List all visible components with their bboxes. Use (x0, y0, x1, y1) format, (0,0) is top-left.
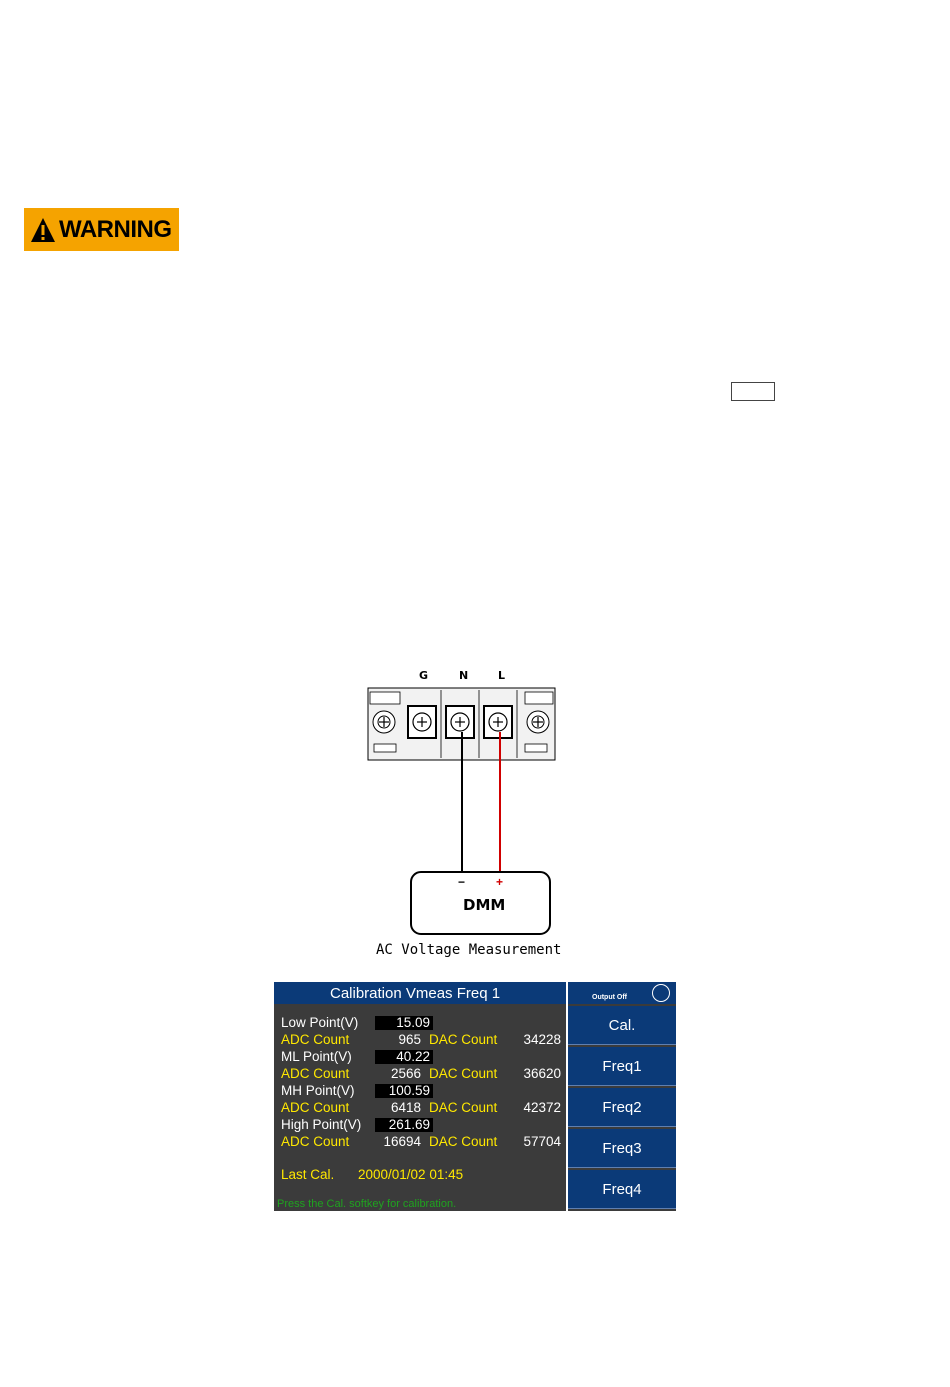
ml-point-value: 40.22 (375, 1050, 433, 1064)
softkey-panel: Cal. Freq1 Freq2 Freq3 Freq4 (568, 1006, 676, 1211)
adc-count-label: ADC Count (281, 1100, 350, 1115)
softkey-cal[interactable]: Cal. (568, 1006, 676, 1045)
adc-count-value: 16694 (383, 1134, 421, 1149)
terminal-label-g: G (419, 669, 429, 682)
mh-point-label: MH Point(V) (281, 1083, 355, 1098)
terminal-g (407, 705, 437, 739)
dac-count-label: DAC Count (429, 1066, 498, 1081)
warning-label: WARNING (59, 215, 172, 243)
output-indicator-icon (652, 984, 670, 1002)
screen-divider (566, 982, 568, 1211)
adc-count-label: ADC Count (281, 1134, 350, 1149)
adc-count-value: 6418 (390, 1100, 421, 1115)
warning-badge: WARNING (24, 208, 179, 251)
output-status: Output Off (592, 994, 627, 1001)
calibration-hint: Press the Cal. softkey for calibration. (277, 1198, 457, 1210)
last-cal-label: Last Cal. (281, 1167, 335, 1182)
screen-title-bar: Calibration Vmeas Freq 1 Output Off (274, 982, 676, 1004)
calibration-screen: Calibration Vmeas Freq 1 Output Off Low … (274, 982, 676, 1211)
terminal-l (483, 705, 513, 739)
low-point-value: 15.09 (375, 1016, 433, 1030)
dac-count-label: DAC Count (429, 1134, 498, 1149)
adc-count-label: ADC Count (281, 1066, 350, 1081)
wiring-diagram-svg (367, 687, 556, 935)
high-point-label: High Point(V) (281, 1117, 362, 1132)
dac-count-label: DAC Count (429, 1100, 498, 1115)
dac-count-value: 34228 (523, 1032, 561, 1047)
low-point-label: Low Point(V) (281, 1015, 359, 1030)
dmm-label: DMM (463, 896, 506, 914)
wiring-diagram: G N L − + DMM AC Voltage Measurement (360, 660, 600, 970)
terminal-label-n: N (459, 669, 469, 682)
softkey-freq4[interactable]: Freq4 (568, 1170, 676, 1209)
adc-count-label: ADC Count (281, 1032, 350, 1047)
dmm-plus-label: + (496, 875, 504, 889)
dac-count-value: 36620 (523, 1066, 561, 1081)
diagram-caption: AC Voltage Measurement (376, 942, 562, 958)
terminal-n (445, 705, 475, 739)
ml-point-label: ML Point(V) (281, 1049, 352, 1064)
warning-triangle-icon (31, 217, 55, 242)
high-point-value: 261.69 (375, 1118, 433, 1132)
dmm-box (410, 871, 551, 935)
dmm-minus-label: − (458, 875, 466, 889)
dac-count-value: 42372 (523, 1100, 561, 1115)
softkey-freq3[interactable]: Freq3 (568, 1129, 676, 1168)
softkey-freq1[interactable]: Freq1 (568, 1047, 676, 1086)
adc-count-value: 965 (398, 1032, 421, 1047)
dac-count-label: DAC Count (429, 1032, 498, 1047)
key-box (731, 382, 775, 401)
adc-count-value: 2566 (390, 1066, 421, 1081)
mh-point-value: 100.59 (375, 1084, 433, 1098)
screen-title: Calibration Vmeas Freq 1 (330, 985, 501, 1002)
softkey-freq2[interactable]: Freq2 (568, 1088, 676, 1127)
terminal-label-l: L (498, 669, 506, 682)
dac-count-value: 57704 (523, 1134, 561, 1149)
last-cal-value: 2000/01/02 01:45 (358, 1167, 464, 1182)
